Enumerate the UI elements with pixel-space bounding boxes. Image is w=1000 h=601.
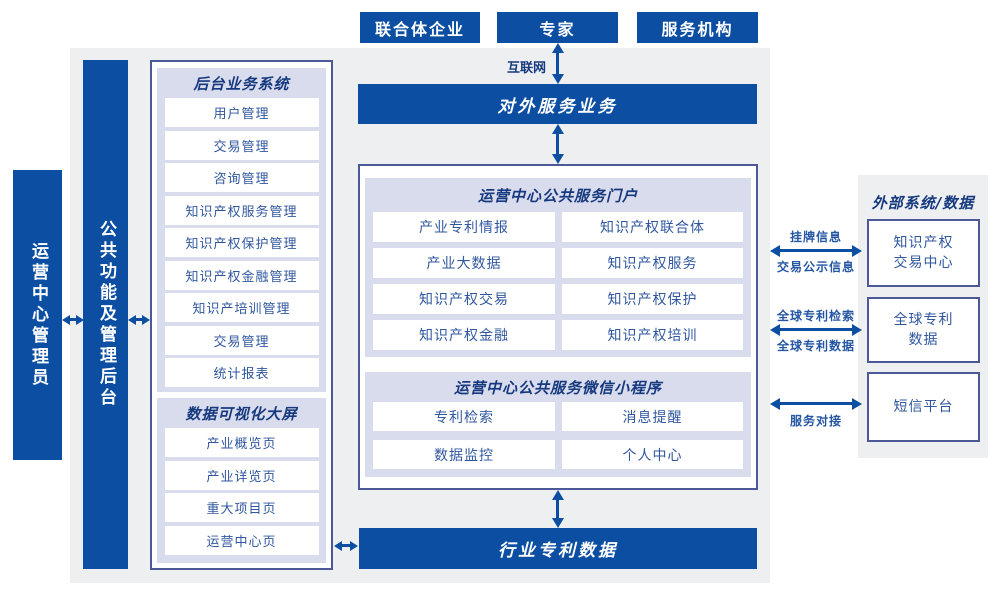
admin-mgmt-arrow — [70, 318, 76, 321]
service-connect-arrow — [780, 402, 852, 405]
listing-info-label: 挂牌信息 — [789, 230, 842, 244]
backend-item-list: 用户管理 交易管理 咨询管理 知识产权服务管理 知识产权保护管理 知识产权金融管… — [157, 98, 326, 387]
servicebar-portal-arrow — [556, 134, 559, 154]
industry-patent-bar: 行业专利数据 — [359, 528, 757, 569]
miniapp-item: 消息提醒 — [562, 402, 743, 431]
global-patent-search-label: 全球专利检索 — [776, 309, 855, 323]
dashboard-item: 产业概览页 — [164, 428, 319, 457]
listing-info-arrow — [780, 249, 852, 252]
center-outer-box: 运营中心公共服务门户 产业专利情报 知识产权联合体 产业大数据 知识产权服务 知… — [358, 164, 758, 490]
portal-item: 知识产权培训 — [562, 320, 743, 350]
portal-item: 知识产权金融 — [373, 320, 555, 350]
backend-item: 统计报表 — [164, 358, 319, 387]
backend-item: 交易管理 — [164, 325, 319, 355]
backend-item: 知识产培训管理 — [164, 293, 319, 322]
external-service-label: 对外服务业务 — [497, 96, 618, 117]
actor-label: 联合体企业 — [374, 19, 465, 39]
backend-panel: 后台业务系统 用户管理 交易管理 咨询管理 知识产权服务管理 知识产权保护管理 … — [157, 68, 326, 392]
portal-item: 产业大数据 — [373, 248, 555, 278]
miniapp-item: 个人中心 — [562, 440, 743, 469]
actor-box-expert: 专家 — [497, 12, 618, 43]
portal-item: 产业专利情报 — [373, 212, 555, 242]
global-patent-data-label: 全球专利数据 — [776, 339, 855, 353]
dashboard-item: 重大项目页 — [164, 493, 319, 522]
dashboard-item-list: 产业概览页 产业详览页 重大项目页 运营中心页 — [157, 428, 326, 555]
miniapp-item-list: 专利检索 消息提醒 数据监控 个人中心 — [365, 402, 751, 469]
dashboard-panel-title: 数据可视化大屏 — [185, 404, 298, 423]
backend-outer-box: 后台业务系统 用户管理 交易管理 咨询管理 知识产权服务管理 知识产权保护管理 … — [150, 60, 333, 570]
miniapp-item: 专利检索 — [373, 402, 555, 431]
external-box-ip-trading-center: 知识产权 交易中心 — [867, 219, 980, 287]
portal-item: 知识产权联合体 — [562, 212, 743, 242]
portal-panel-title: 运营中心公共服务门户 — [477, 186, 638, 205]
internet-arrow — [556, 53, 559, 74]
industry-patent-label: 行业专利数据 — [498, 541, 618, 561]
miniapp-panel: 运营中心公共服务微信小程序 专利检索 消息提醒 数据监控 个人中心 — [365, 372, 751, 477]
miniapp-item: 数据监控 — [373, 440, 555, 469]
mgmt-backend-arrow — [136, 318, 142, 321]
backend-item: 知识产权金融管理 — [164, 260, 319, 290]
backend-item: 用户管理 — [164, 98, 319, 127]
dashboard-item: 产业详览页 — [164, 460, 319, 490]
trade-publicity-label: 交易公示信息 — [776, 260, 855, 274]
miniapp-panel-title: 运营中心公共服务微信小程序 — [453, 378, 662, 397]
actor-box-consortium-enterprise: 联合体企业 — [360, 12, 480, 43]
backend-item: 知识产权保护管理 — [164, 228, 319, 257]
backend-item: 咨询管理 — [164, 163, 319, 192]
dashboard-patentbar-arrow — [342, 544, 350, 547]
backend-item: 知识产权服务管理 — [164, 195, 319, 225]
service-connect-label: 服务对接 — [789, 414, 842, 428]
operation-admin-bar: 运营中心管理员 — [13, 170, 62, 460]
external-service-bar: 对外服务业务 — [358, 84, 757, 124]
external-box-global-patent-data: 全球专利 数据 — [867, 297, 980, 363]
backend-item: 交易管理 — [164, 130, 319, 160]
operation-admin-label: 运营中心管理员 — [28, 241, 48, 389]
public-mgmt-backend-bar: 公共功能及管理后台 — [83, 60, 128, 569]
external-systems-title: 外部系统/数据 — [871, 194, 975, 212]
dashboard-panel: 数据可视化大屏 产业概览页 产业详览页 重大项目页 运营中心页 — [157, 398, 326, 563]
center-patentbar-arrow — [556, 500, 559, 518]
backend-panel-title: 后台业务系统 — [193, 74, 290, 93]
external-box-sms-platform: 短信平台 — [867, 372, 980, 442]
dashboard-item: 运营中心页 — [164, 525, 319, 555]
portal-item: 知识产权服务 — [562, 248, 743, 278]
portal-item: 知识产权保护 — [562, 284, 743, 314]
portal-item: 知识产权交易 — [373, 284, 555, 314]
actor-label: 服务机构 — [661, 19, 734, 39]
actor-box-service-agency: 服务机构 — [637, 12, 758, 43]
global-patent-arrow — [780, 328, 852, 331]
public-mgmt-backend-label: 公共功能及管理后台 — [96, 220, 116, 409]
portal-panel: 运营中心公共服务门户 产业专利情报 知识产权联合体 产业大数据 知识产权服务 知… — [365, 178, 751, 357]
actor-label: 专家 — [539, 19, 576, 39]
internet-label: 互联网 — [506, 61, 546, 76]
portal-item-list: 产业专利情报 知识产权联合体 产业大数据 知识产权服务 知识产权交易 知识产权保… — [365, 212, 751, 350]
